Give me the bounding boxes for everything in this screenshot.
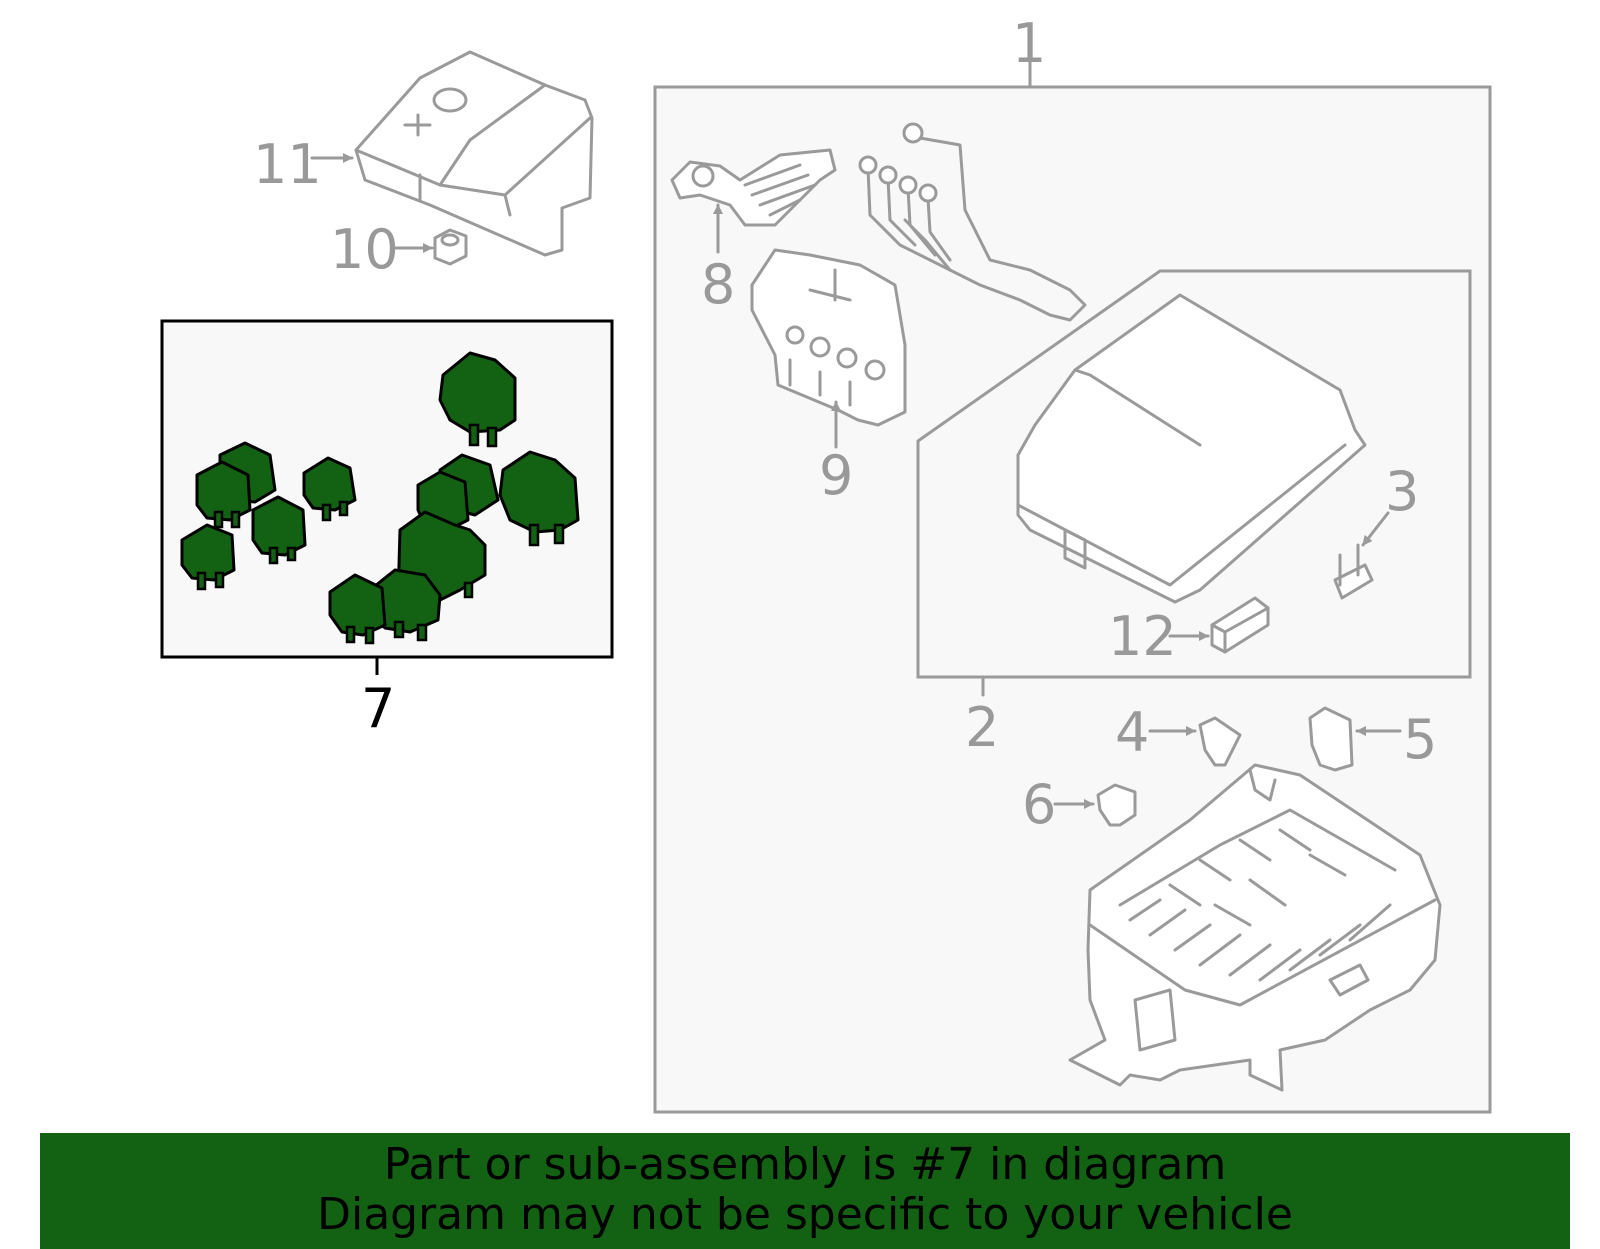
notice-banner: Part or sub-assembly is #7 in diagram Di… xyxy=(40,1133,1570,1249)
fuse-box-cover xyxy=(1016,293,1367,604)
relay-small-3 xyxy=(302,456,357,522)
relay-small-4 xyxy=(251,495,307,565)
battery-terminal-cover xyxy=(354,50,594,257)
relay-small-2 xyxy=(195,460,252,529)
banner-line-2: Diagram may not be specific to your vehi… xyxy=(317,1189,1293,1240)
callout-10: 10 xyxy=(330,218,399,281)
callout-4: 4 xyxy=(1115,701,1149,764)
terminal-block xyxy=(750,248,907,427)
callout-12: 12 xyxy=(1108,605,1177,668)
callout-1: 1 xyxy=(1012,12,1046,75)
callout-6: 6 xyxy=(1022,773,1056,836)
callout-3: 3 xyxy=(1385,460,1419,523)
relay-small-5 xyxy=(180,523,236,591)
clip-6 xyxy=(1096,783,1137,827)
callout-5: 5 xyxy=(1403,708,1437,771)
callout-2: 2 xyxy=(965,696,999,759)
bus-bar-bracket xyxy=(670,148,837,227)
fuse xyxy=(1333,543,1374,600)
callout-8: 8 xyxy=(701,253,735,316)
callout-11: 11 xyxy=(253,133,322,196)
nut xyxy=(433,228,468,266)
relay-set xyxy=(180,351,580,645)
relay-stack-center xyxy=(368,453,500,642)
fuse-puller xyxy=(1210,596,1270,654)
relay-small-6 xyxy=(328,573,387,645)
relay-large-right xyxy=(498,450,580,547)
fuse-box-housing xyxy=(1068,763,1442,1092)
relay-5 xyxy=(1308,706,1354,772)
wiring-harness xyxy=(858,122,1087,322)
callout-9: 9 xyxy=(819,444,853,507)
banner-line-1: Part or sub-assembly is #7 in diagram xyxy=(383,1139,1227,1190)
clip-4 xyxy=(1198,716,1242,767)
callout-7: 7 xyxy=(361,677,395,740)
relay-large-top xyxy=(438,351,517,448)
